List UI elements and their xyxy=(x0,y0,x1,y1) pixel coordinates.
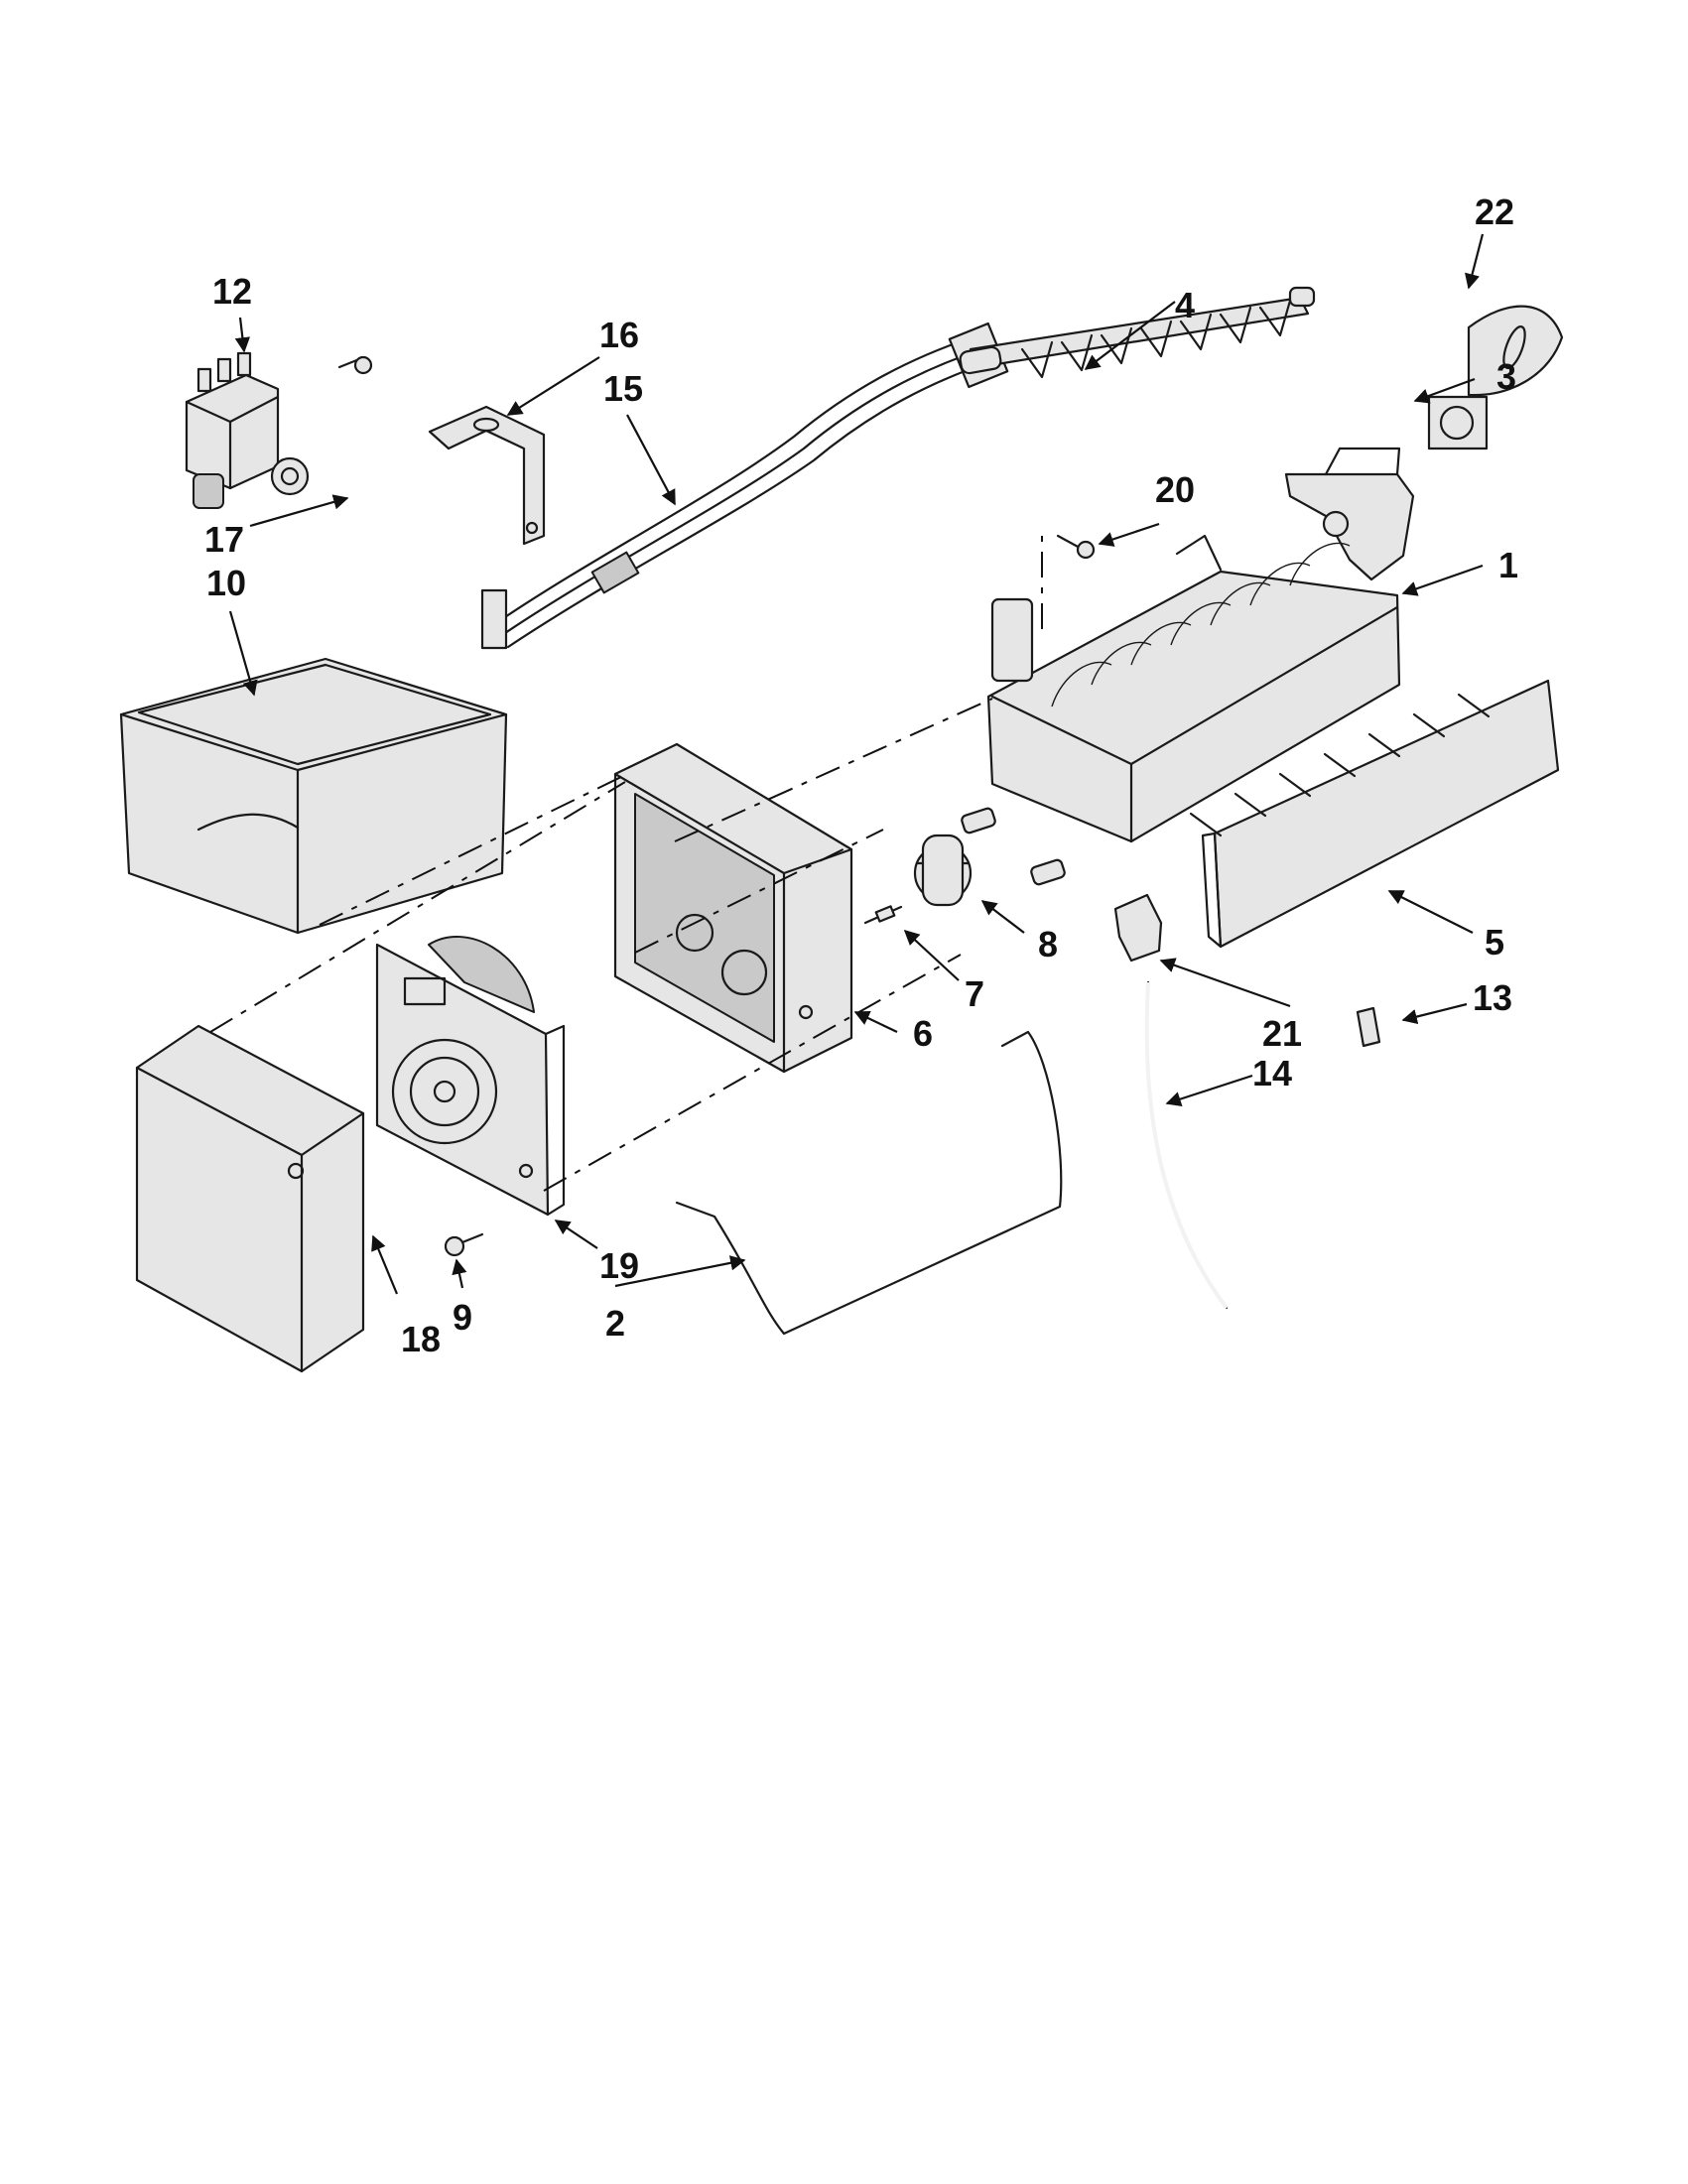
ice-mold-part xyxy=(986,534,1401,843)
callout-4: 4 xyxy=(1175,285,1195,325)
plug-part-13 xyxy=(1356,1006,1381,1048)
callout-20: 20 xyxy=(1155,469,1195,510)
callout-labels: 1 2 3 4 5 6 7 8 9 10 12 13 14 15 16 17 1… xyxy=(204,192,1518,1359)
screw-part-9 xyxy=(444,1232,484,1257)
callout-5: 5 xyxy=(1485,922,1504,963)
motor-part-8 xyxy=(913,834,973,907)
housing-part xyxy=(613,742,853,1074)
pin-part-7 xyxy=(863,905,903,925)
fill-tube-part xyxy=(1144,980,1229,1310)
callout-14: 14 xyxy=(1252,1053,1292,1093)
callout-16: 16 xyxy=(599,315,639,355)
callout-8: 8 xyxy=(1038,924,1058,964)
cover-part-3 xyxy=(1284,447,1415,581)
callout-7: 7 xyxy=(965,973,984,1014)
ice-bin-part xyxy=(119,657,508,935)
callout-10: 10 xyxy=(206,563,246,603)
shutoff-arm-part xyxy=(675,1030,1063,1336)
callout-19: 19 xyxy=(599,1245,639,1286)
water-valve-part xyxy=(185,351,310,509)
callout-13: 13 xyxy=(1473,977,1512,1018)
callout-17: 17 xyxy=(204,519,244,560)
screw-part-20 xyxy=(1056,534,1096,560)
assembly-lines xyxy=(209,536,1043,1192)
callout-15: 15 xyxy=(603,368,643,409)
callout-21: 21 xyxy=(1262,1013,1302,1054)
callout-18: 18 xyxy=(401,1319,441,1359)
clip-part-21 xyxy=(1113,893,1163,963)
callout-2: 2 xyxy=(605,1303,625,1344)
ejector-part xyxy=(959,286,1316,379)
cover-part-18 xyxy=(135,1024,365,1373)
bracket-part-16 xyxy=(428,405,546,546)
mold-pins xyxy=(961,807,1066,886)
callout-3: 3 xyxy=(1496,356,1516,397)
callout-1: 1 xyxy=(1498,545,1518,585)
screw-part-17 xyxy=(337,355,373,375)
leader-lines xyxy=(228,233,1485,1295)
callout-6: 6 xyxy=(913,1013,933,1054)
stripper-part xyxy=(1189,679,1560,949)
callout-12: 12 xyxy=(212,271,252,312)
control-module-part xyxy=(375,936,566,1217)
wire-harness-part xyxy=(480,321,1009,650)
callout-22: 22 xyxy=(1475,192,1514,232)
cam-part-22 xyxy=(1427,305,1564,450)
callout-9: 9 xyxy=(453,1297,472,1338)
